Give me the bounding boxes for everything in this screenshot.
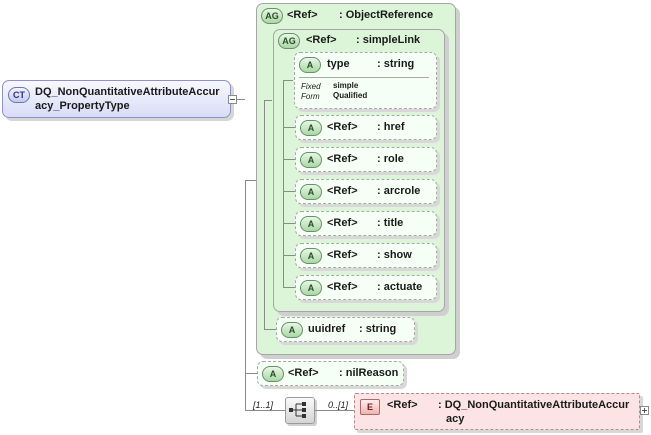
attribute-href[interactable]: A <Ref> : href <box>295 115 437 140</box>
element-multiplicity: 0..[1] <box>328 400 349 410</box>
attribute-group-badge: AG <box>278 33 300 49</box>
collapse-toggle-icon[interactable] <box>228 95 237 104</box>
attribute-badge: A <box>281 322 303 338</box>
attribute-badge: A <box>300 280 322 296</box>
sequence-icon <box>289 402 306 418</box>
attribute-badge: A <box>300 120 322 136</box>
attribute-type-value: : string <box>359 323 397 335</box>
complex-type-badge: CT <box>8 87 30 103</box>
element-dq-non-quantitative-attribute-accuracy[interactable]: E <Ref> : DQ_NonQuantitativeAttributeAcc… <box>354 393 640 430</box>
attribute-name: type <box>327 58 350 70</box>
attribute-badge: A <box>300 152 322 168</box>
attribute-badge: A <box>262 366 284 382</box>
attribute-name: : show <box>377 249 412 261</box>
element-name-line1: : DQ_NonQuantitativeAttributeAccur <box>438 399 630 411</box>
element-name-line2: acy <box>446 413 465 425</box>
attribute-ref: <Ref> <box>327 185 358 197</box>
attribute-ref: <Ref> <box>327 281 358 293</box>
attribute-title[interactable]: A <Ref> : title <box>295 211 437 236</box>
attribute-role[interactable]: A <Ref> : role <box>295 147 437 172</box>
attribute-group-ref: <Ref> <box>306 34 337 46</box>
expand-icon[interactable] <box>640 406 649 415</box>
attribute-name: : arcrole <box>377 185 421 197</box>
attribute-name: : href <box>377 121 405 133</box>
complex-type-name-line1: DQ_NonQuantitativeAttributeAccur <box>35 86 220 98</box>
attribute-ref: <Ref> <box>327 217 358 229</box>
attribute-ref: <Ref> <box>327 249 358 261</box>
attribute-type[interactable]: A type : string Fixed simple Form Qualif… <box>294 52 437 109</box>
complex-type-box[interactable]: CT DQ_NonQuantitativeAttributeAccur acy_… <box>2 80 231 118</box>
attribute-badge: A <box>300 184 322 200</box>
attribute-nil-reason[interactable]: A <Ref> : nilReason <box>257 361 404 386</box>
complex-type-name-line2: acy_PropertyType <box>35 100 130 112</box>
element-ref: <Ref> <box>387 399 418 411</box>
attribute-name: : nilReason <box>339 367 399 379</box>
attribute-type-value: : string <box>377 58 415 70</box>
attribute-group-type: : simpleLink <box>356 34 421 46</box>
form-label: Form <box>301 92 320 101</box>
attribute-group-ref: <Ref> <box>287 9 318 21</box>
form-value: Qualified <box>333 91 368 100</box>
sequence-compositor[interactable] <box>285 397 315 424</box>
attribute-name: : actuate <box>377 281 423 293</box>
attribute-name: : title <box>377 217 404 229</box>
attribute-group-type: : ObjectReference <box>339 9 434 21</box>
attribute-actuate[interactable]: A <Ref> : actuate <box>295 275 437 300</box>
attribute-group-badge: AG <box>261 8 283 24</box>
fixed-label: Fixed <box>301 82 321 91</box>
attribute-badge: A <box>299 57 321 73</box>
attribute-ref: <Ref> <box>288 367 319 379</box>
attribute-badge: A <box>300 216 322 232</box>
attribute-ref: <Ref> <box>327 121 358 133</box>
attribute-name: : role <box>377 153 404 165</box>
attribute-arcrole[interactable]: A <Ref> : arcrole <box>295 179 437 204</box>
attribute-uuidref[interactable]: A uuidref : string <box>276 317 415 342</box>
fixed-value: simple <box>333 81 359 90</box>
element-badge: E <box>360 399 380 415</box>
attribute-show[interactable]: A <Ref> : show <box>295 243 437 268</box>
attribute-name: uuidref <box>308 323 346 335</box>
attribute-ref: <Ref> <box>327 153 358 165</box>
sequence-multiplicity: [1..1] <box>253 400 274 410</box>
attribute-badge: A <box>300 248 322 264</box>
